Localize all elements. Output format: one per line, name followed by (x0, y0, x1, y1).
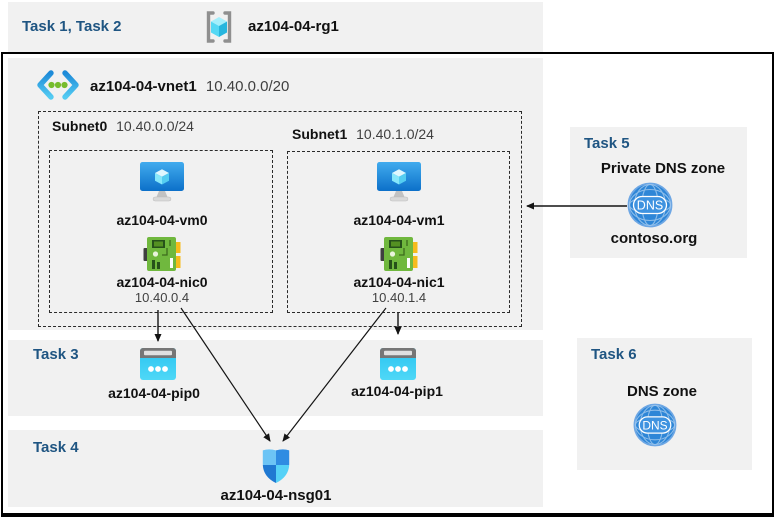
private-dns-zone-name: contoso.org (610, 230, 698, 247)
task1-2-band: Task 1, Task 2 az104-04-rg1 (8, 2, 543, 52)
subnet1-title: Subnet1 10.40.1.0/24 (292, 126, 434, 142)
vm1-label: az104-04-vm1 (353, 212, 445, 228)
nic-icon (143, 236, 181, 272)
task3-label: Task 3 (33, 346, 79, 363)
private-dns-zone-title: Private DNS zone (600, 160, 726, 177)
vnet-title: az104-04-vnet1 10.40.0.0/20 (90, 78, 289, 95)
task3-band: Task 3 az104-04-pip0 az104-04-pip1 (8, 340, 543, 416)
dns-icon-text: DNS (637, 199, 663, 213)
vnet-cidr: 10.40.0.0/20 (205, 78, 290, 95)
nsg-shield-icon (261, 446, 291, 484)
subnet1-box: az104-04-vm1 az104-04-nic1 10.40.1. (287, 151, 510, 313)
task4-label: Task 4 (33, 439, 79, 456)
vnet-name: az104-04-vnet1 (90, 78, 197, 95)
vnet-icon (36, 69, 80, 101)
vnet-region: az104-04-vnet1 10.40.0.0/20 Subnet0 10.4… (8, 58, 543, 330)
subnet0-title: Subnet0 10.40.0.0/24 (52, 118, 194, 134)
resource-group-icon (203, 10, 235, 44)
pip1-label: az104-04-pip1 (351, 383, 443, 399)
task1-2-label: Task 1, Task 2 (22, 18, 122, 35)
public-ip-icon (140, 348, 176, 380)
task6-panel: Task 6 DNS zone DNS (577, 338, 752, 470)
nic0-ip: 10.40.0.4 (134, 290, 190, 305)
vnet-dashed-box (38, 111, 522, 327)
nic0-label: az104-04-nic0 (116, 274, 208, 290)
vm-icon (375, 162, 423, 204)
task6-label: Task 6 (591, 346, 637, 363)
subnet0-box: az104-04-vm0 az104-04-nic0 10.40.0. (49, 150, 273, 313)
dns-globe-icon: DNS (627, 182, 673, 228)
vm-icon (138, 162, 186, 204)
nic1-label: az104-04-nic1 (353, 274, 445, 290)
public-ip-icon (380, 348, 416, 380)
pip0-label: az104-04-pip0 (108, 385, 200, 401)
dns-icon-text: DNS (642, 418, 667, 432)
vm0-label: az104-04-vm0 (116, 212, 208, 228)
resource-group-name: az104-04-rg1 (248, 18, 339, 35)
nic1-ip: 10.40.1.4 (371, 290, 427, 305)
dns-globe-icon: DNS (633, 403, 677, 447)
dns-zone-title: DNS zone (626, 383, 698, 400)
task4-band: Task 4 az104-04-nsg01 (8, 430, 543, 507)
task5-panel: Task 5 Private DNS zone DNS contoso.org (570, 127, 747, 258)
task5-label: Task 5 (584, 135, 630, 152)
outer-frame (1, 52, 774, 517)
nsg-label: az104-04-nsg01 (220, 487, 332, 504)
nic-icon (380, 236, 418, 272)
